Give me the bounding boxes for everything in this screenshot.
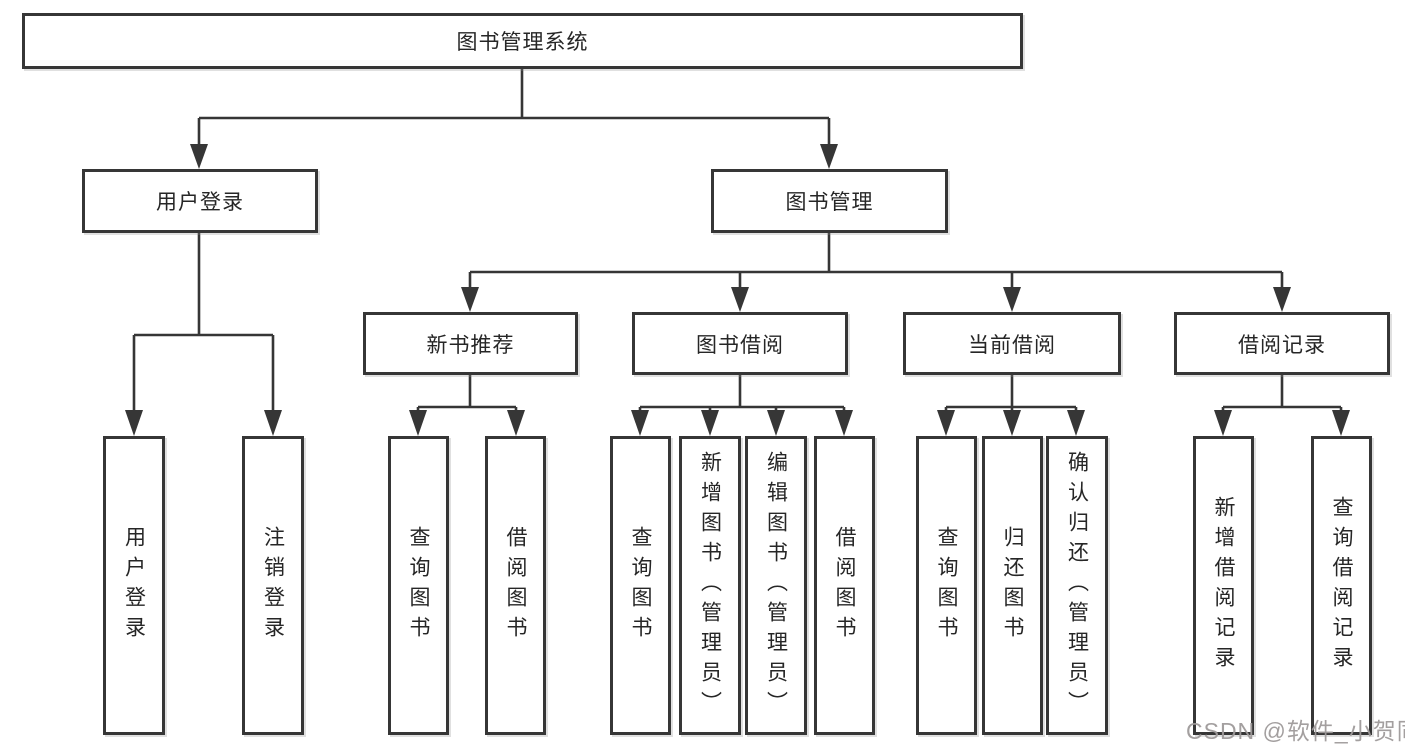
arrowheads [125, 144, 1350, 436]
node-system-root: 图书管理系统 [22, 13, 1023, 69]
node-borrow-records: 借阅记录 [1174, 312, 1390, 375]
leaf-cb-return-books-label: 归还图书 [1001, 525, 1024, 646]
leaf-bb-edit-books-admin-label: 编辑图书（管理员） [764, 450, 788, 721]
leaf-bb-add-books-admin: 新增图书（管理员） [679, 436, 741, 735]
leaf-br-add-record-label: 新增借阅记录 [1212, 495, 1235, 676]
node-book-borrowing: 图书借阅 [632, 312, 848, 375]
node-user-login: 用户登录 [82, 169, 318, 233]
node-current-borrowing: 当前借阅 [903, 312, 1121, 375]
leaf-bb-query-books-label: 查询图书 [629, 525, 652, 646]
leaf-cb-confirm-return-admin: 确认归还（管理员） [1046, 436, 1108, 735]
leaf-br-add-record: 新增借阅记录 [1193, 436, 1254, 735]
leaf-bb-borrow-books-label: 借阅图书 [833, 525, 856, 646]
leaf-cb-query-books-label: 查询图书 [935, 525, 958, 646]
watermark-text: CSDN @软件_小贺同学 [1186, 718, 1405, 744]
leaf-cb-query-books: 查询图书 [916, 436, 977, 735]
leaf-bb-borrow-books: 借阅图书 [814, 436, 875, 735]
node-new-book-recommend: 新书推荐 [363, 312, 578, 375]
leaf-nb-borrow-books: 借阅图书 [485, 436, 546, 735]
leaf-logout: 注销登录 [242, 436, 304, 735]
leaf-br-query-record: 查询借阅记录 [1311, 436, 1372, 735]
leaf-nb-query-books-label: 查询图书 [407, 525, 430, 646]
leaf-cb-return-books: 归还图书 [982, 436, 1043, 735]
leaf-br-query-record-label: 查询借阅记录 [1330, 495, 1353, 676]
leaf-user-login: 用户登录 [103, 436, 165, 735]
leaf-nb-borrow-books-label: 借阅图书 [504, 525, 527, 646]
leaf-bb-query-books: 查询图书 [610, 436, 671, 735]
leaf-logout-label: 注销登录 [261, 525, 285, 646]
node-book-management: 图书管理 [711, 169, 948, 233]
leaf-user-login-label: 用户登录 [122, 525, 146, 646]
leaf-cb-confirm-return-admin-label: 确认归还（管理员） [1065, 450, 1089, 721]
leaf-bb-add-books-admin-label: 新增图书（管理员） [698, 450, 722, 721]
leaf-bb-edit-books-admin: 编辑图书（管理员） [745, 436, 807, 735]
leaf-nb-query-books: 查询图书 [388, 436, 449, 735]
